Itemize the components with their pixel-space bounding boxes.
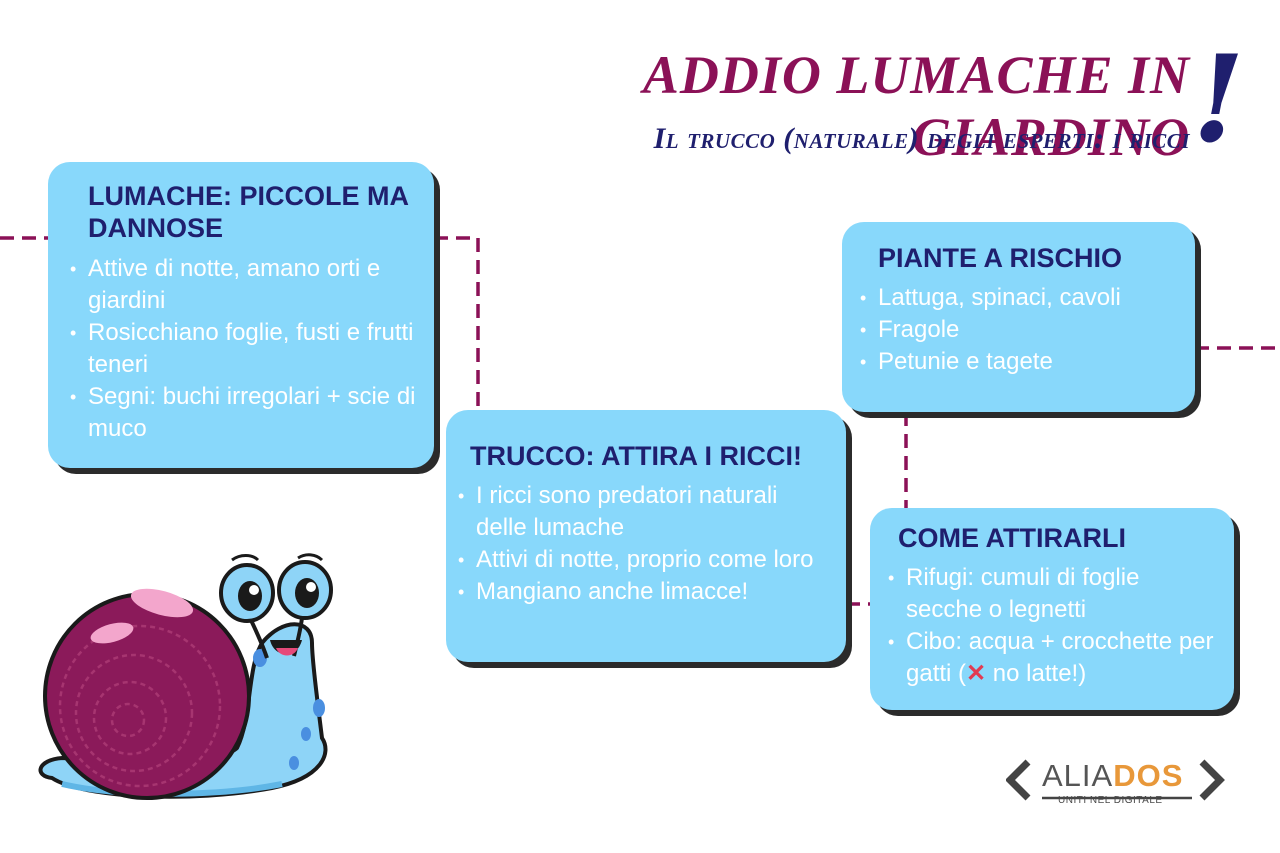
card-list: Attive di notte, amano orti e giardini R… <box>70 253 420 445</box>
card-how-to-attract: COME ATTIRARLI Rifugi: cumuli di foglie … <box>870 508 1234 710</box>
card-title: COME ATTIRARLI <box>898 523 1126 553</box>
card-snails-damage: LUMACHE: PICCOLE MA DANNOSE Attive di no… <box>48 162 434 468</box>
list-item: Petunie e tagete <box>860 346 1181 378</box>
page-title: ADDIO LUMACHE IN GIARDINO <box>642 45 1190 167</box>
cross-mark-icon: ✕ <box>966 660 987 688</box>
list-item-text: Cibo: acqua + crocchette per gatti ( <box>906 628 1214 688</box>
card-plants-at-risk: PIANTE A RISCHIO Lattuga, spinaci, cavol… <box>842 222 1195 412</box>
card-list: Rifugi: cumuli di foglie secche o legnet… <box>888 562 1220 690</box>
snail-icon <box>38 553 333 800</box>
list-item: Mangiano anche limacce! <box>458 576 832 608</box>
card-title: LUMACHE: PICCOLE MA DANNOSE <box>88 181 408 244</box>
logo-text: ALIADOS <box>1042 758 1184 793</box>
list-item: Attive di notte, amano orti e giardini <box>70 253 420 317</box>
list-item: Attivi di notte, proprio come loro <box>458 544 832 576</box>
card-list: I ricci sono predatori naturali delle lu… <box>458 480 832 608</box>
page-subtitle: Il trucco (naturale) degli esperti: i ri… <box>653 122 1190 155</box>
brand-logo: ALIADOS UNITI NEL DIGITALE <box>1006 756 1230 816</box>
card-list: Lattuga, spinaci, cavoli Fragole Petunie… <box>860 282 1181 378</box>
list-item: Lattuga, spinaci, cavoli <box>860 282 1181 314</box>
card-title: PIANTE A RISCHIO <box>878 243 1123 273</box>
list-item: Cibo: acqua + crocchette per gatti (✕ no… <box>888 626 1220 690</box>
card-attract-hedgehogs: TRUCCO: ATTIRA I RICCI! I ricci sono pre… <box>446 410 846 662</box>
list-item: Rosicchiano foglie, fusti e frutti tener… <box>70 317 420 381</box>
list-item: Rifugi: cumuli di foglie secche o legnet… <box>888 562 1220 626</box>
list-item: Segni: buchi irregolari + scie di muco <box>70 381 420 445</box>
list-item: Fragole <box>860 314 1181 346</box>
card-title: TRUCCO: ATTIRA I RICCI! <box>470 441 802 471</box>
list-item-text: no latte!) <box>986 660 1087 688</box>
exclamation-mark: ! <box>1192 29 1245 170</box>
list-item: I ricci sono predatori naturali delle lu… <box>458 480 832 544</box>
logo-tagline: UNITI NEL DIGITALE <box>1058 795 1163 806</box>
